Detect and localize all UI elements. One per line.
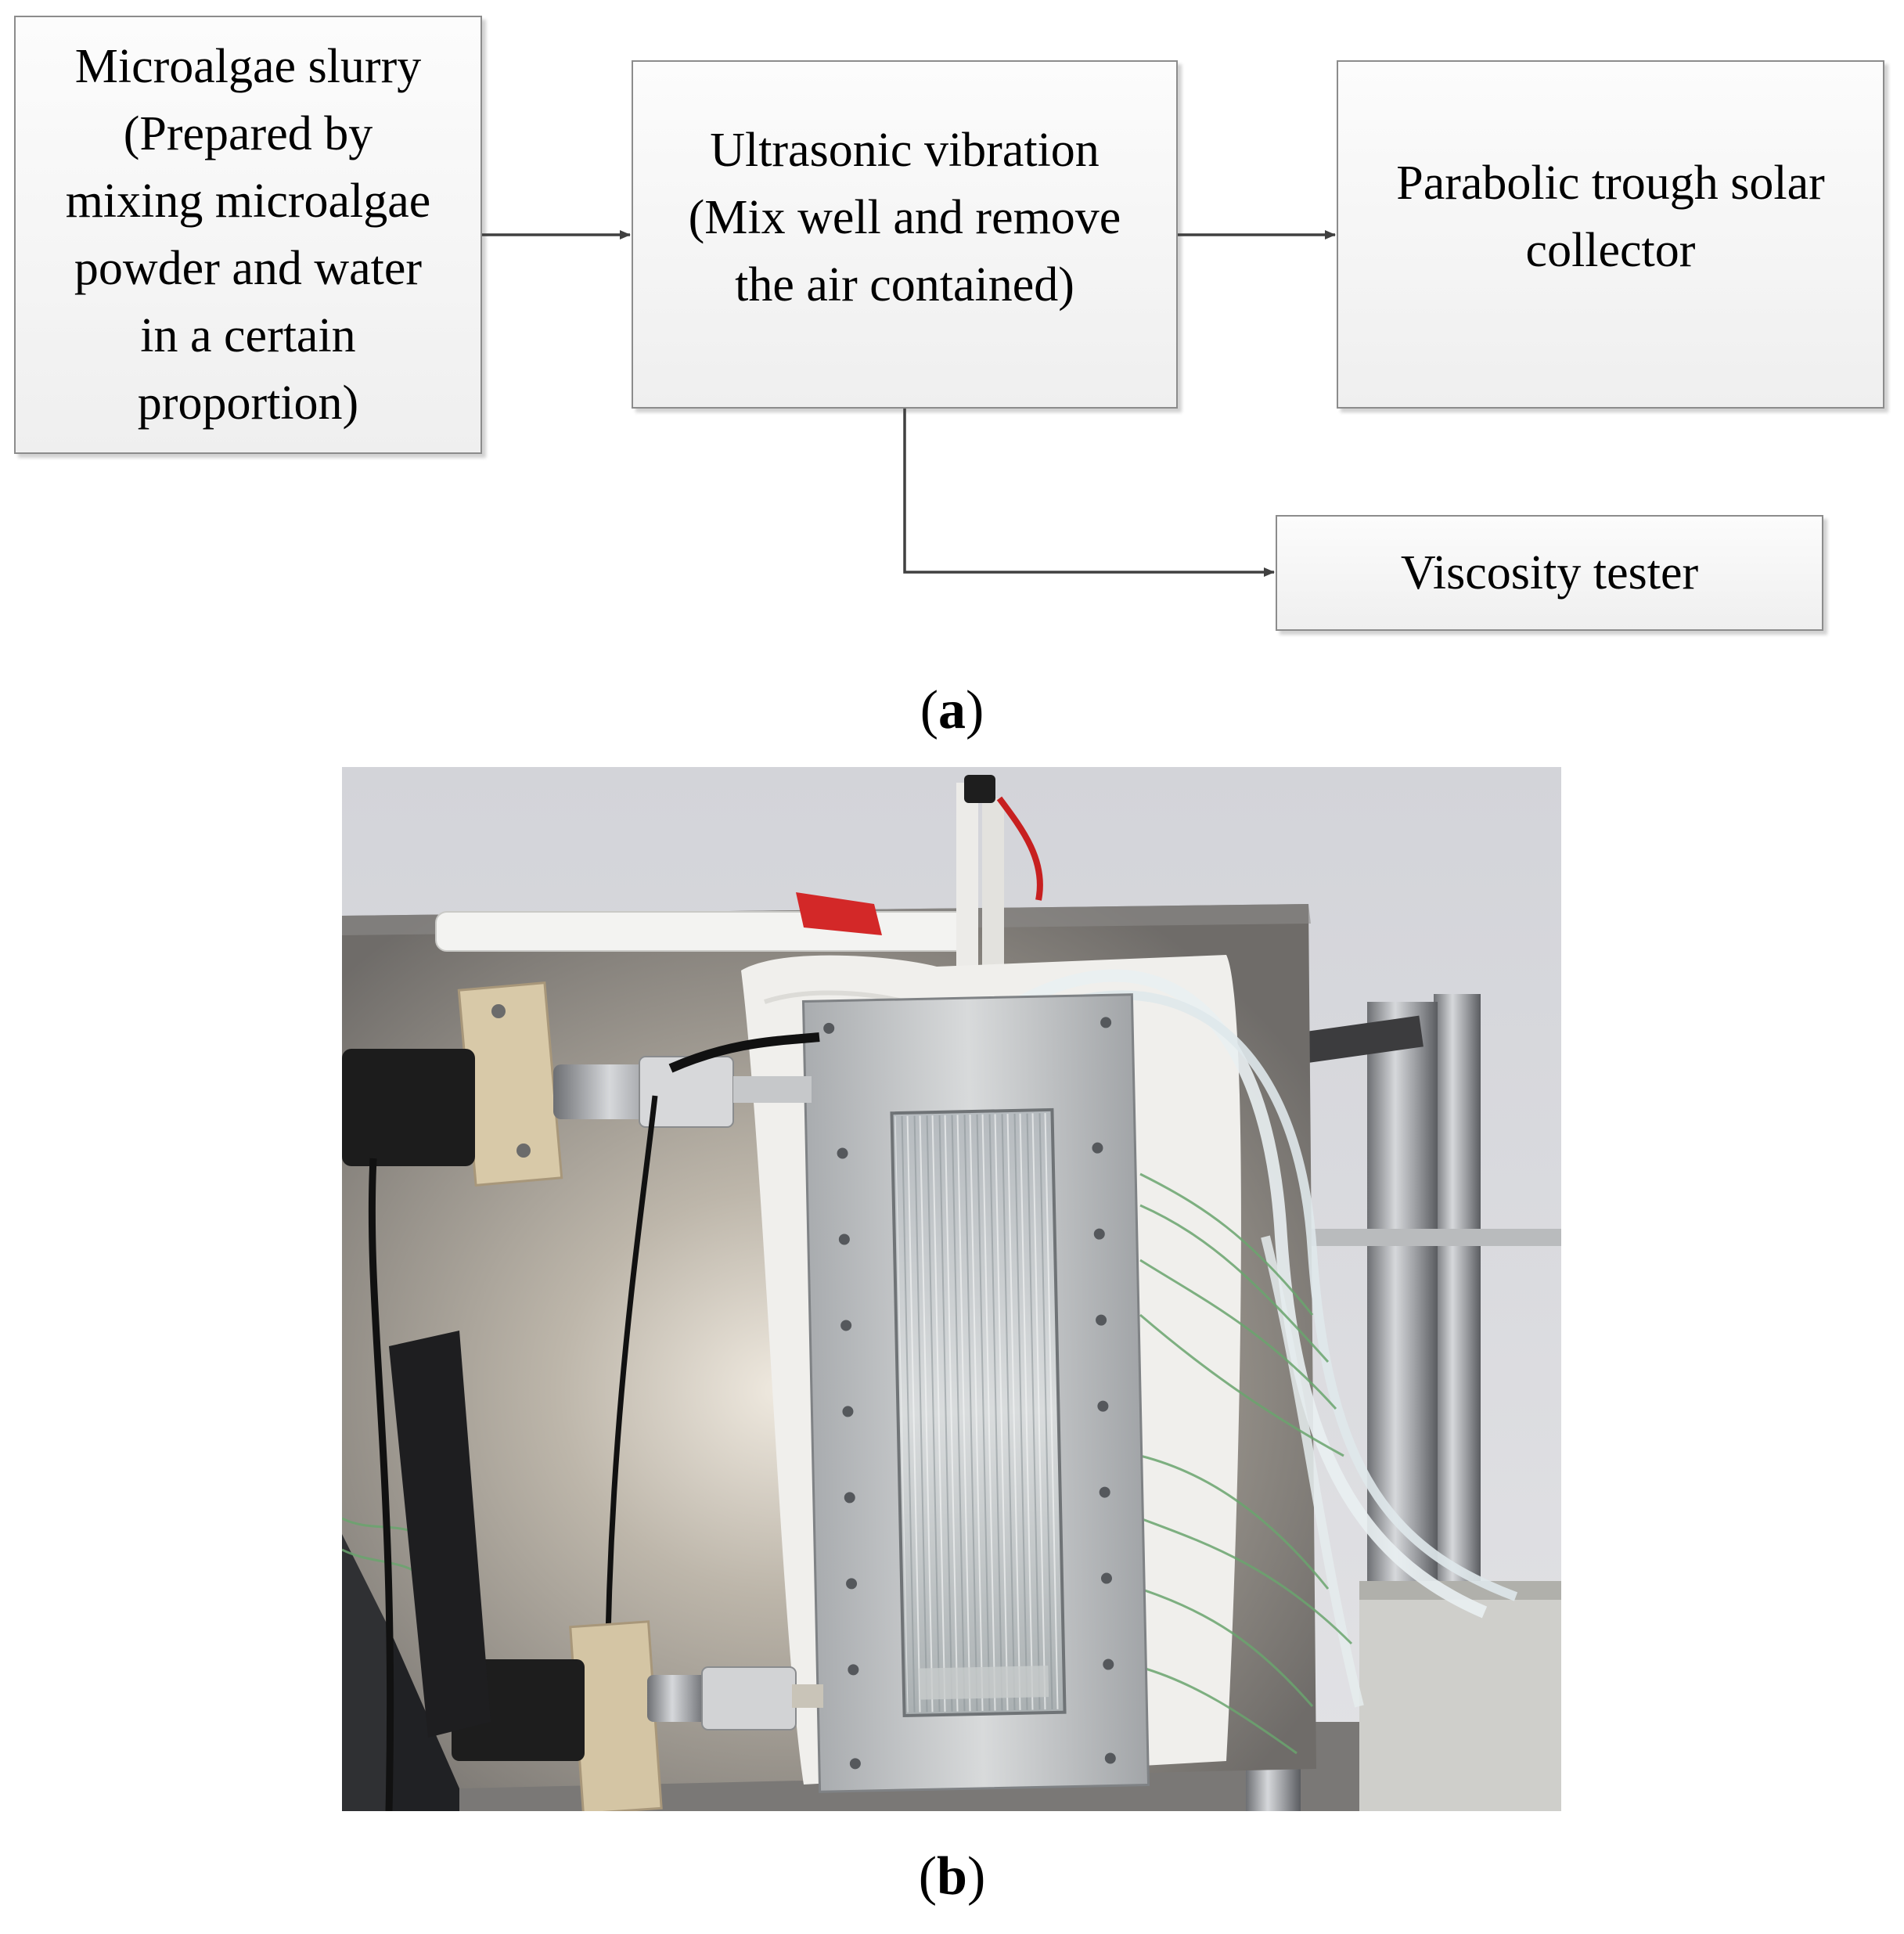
caption-a: (a) [920, 680, 984, 740]
viscosity-tester-box: Viscosity tester [1276, 515, 1823, 631]
viscosity-label: Viscosity tester [1400, 546, 1699, 600]
slurry-box: Microalgae slurry (Prepared by mixing mi… [14, 16, 482, 454]
ultrasonic-vibration-box: Ultrasonic vibration (Mix well and remov… [632, 60, 1178, 409]
slurry-label: Microalgae slurry (Prepared by mixing mi… [65, 40, 431, 430]
caption-b-letter: b [937, 1846, 967, 1907]
experimental-setup-photo [342, 767, 1561, 1811]
solar-collector-box: Parabolic trough solar collector [1337, 60, 1884, 409]
arrow-ultrasonic-to-viscosity [903, 409, 1275, 577]
caption-a-letter: a [938, 680, 966, 740]
ultrasonic-label: Ultrasonic vibration (Mix well and remov… [688, 123, 1121, 312]
caption-b: (b) [918, 1846, 986, 1907]
collector-label: Parabolic trough solar collector [1396, 157, 1825, 277]
